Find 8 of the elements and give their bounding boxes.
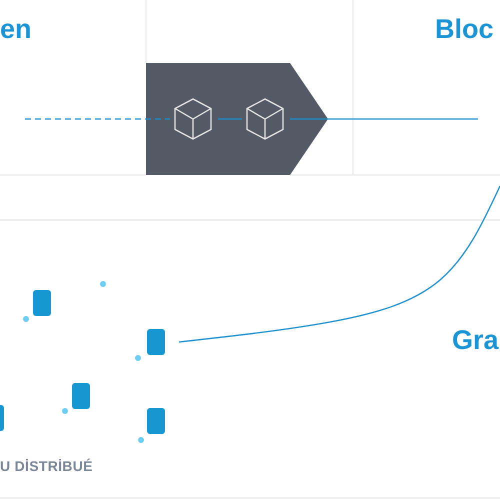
connector-line <box>178 186 500 343</box>
heading: en <box>0 14 32 45</box>
heading: Bloc <box>435 14 494 45</box>
heading: Gra <box>452 325 499 356</box>
section-label: U DİSTRİBUÉ <box>0 458 93 474</box>
connector-line <box>218 118 242 120</box>
connector-line <box>290 118 478 120</box>
connector-line <box>25 118 170 120</box>
